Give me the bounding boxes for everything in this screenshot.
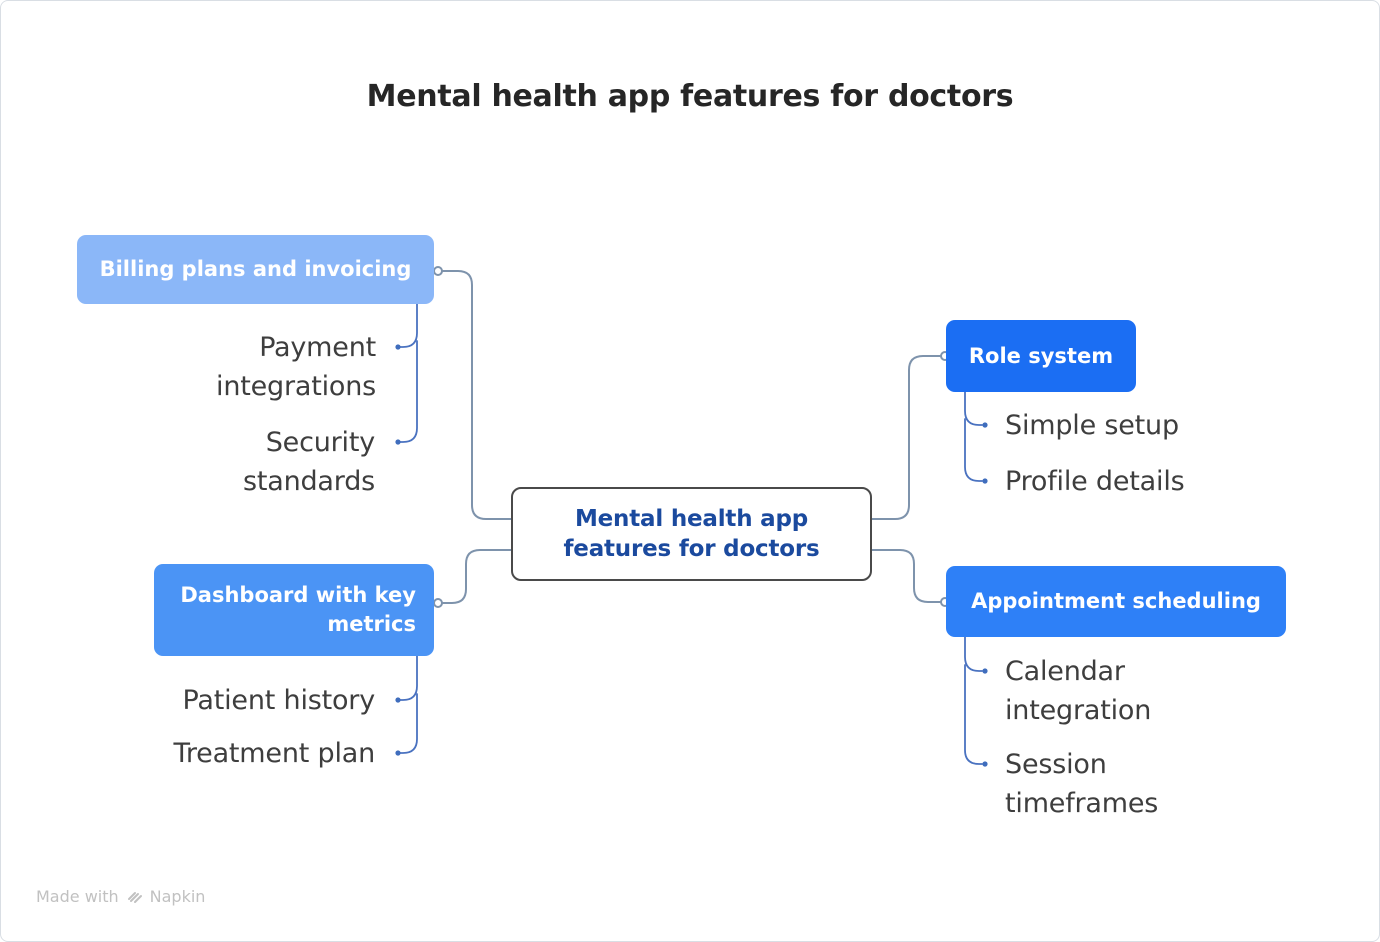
diagram-title: Mental health app features for doctors [366, 79, 1014, 114]
connector-billing-payment [399, 303, 418, 348]
connector-role-profile [964, 418, 983, 482]
connector-billing-security [399, 340, 418, 443]
branch-role-system: Role system [946, 320, 1136, 392]
anchor-billing [433, 266, 443, 276]
dot-profile [982, 478, 988, 484]
branch-appointment-scheduling: Appointment scheduling [946, 566, 1286, 637]
dot-calendar [982, 668, 988, 674]
branch-billing-plans-and-invoicing: Billing plans and invoicing [77, 235, 434, 304]
connector-dashboard-treatment [399, 693, 418, 754]
connector-appointment-session [964, 664, 983, 765]
leaf-profile-details: Profile details [1005, 466, 1185, 497]
watermark-brand: Napkin [149, 887, 206, 906]
dot-treatment [395, 750, 401, 756]
connector-center-to-appointment [871, 549, 942, 603]
connector-role-simple [964, 391, 983, 426]
dot-security [395, 439, 401, 445]
dot-patient [395, 697, 401, 703]
connector-center-to-role [871, 355, 942, 520]
leaf-calendar-integration: Calendar integration [1005, 656, 1152, 726]
anchor-dashboard [433, 598, 443, 608]
connector-billing-to-center [441, 270, 512, 520]
leaf-session-timeframes: Session timeframes [1005, 749, 1159, 819]
watermark-made-with: Made with [36, 887, 119, 906]
leaf-treatment-plan: Treatment plan [173, 738, 376, 769]
dot-simple [982, 422, 988, 428]
leaf-patient-history: Patient history [182, 685, 376, 716]
connector-dashboard-patient [399, 655, 418, 701]
connector-appointment-calendar [964, 636, 983, 672]
connector-dashboard-to-center [441, 549, 512, 604]
leaf-simple-setup: Simple setup [1005, 410, 1179, 441]
watermark: Made with Napkin [36, 887, 205, 906]
dot-session [982, 761, 988, 767]
leaf-security-standards: Security standards [242, 427, 375, 497]
napkin-logo-icon [126, 888, 143, 905]
branch-dashboard-with-key-metrics: Dashboard with key metrics [154, 564, 434, 656]
center-node: Mental health app features for doctors [511, 487, 872, 581]
dot-payment [395, 344, 401, 350]
leaf-payment-integrations: Payment integrations [216, 332, 376, 402]
